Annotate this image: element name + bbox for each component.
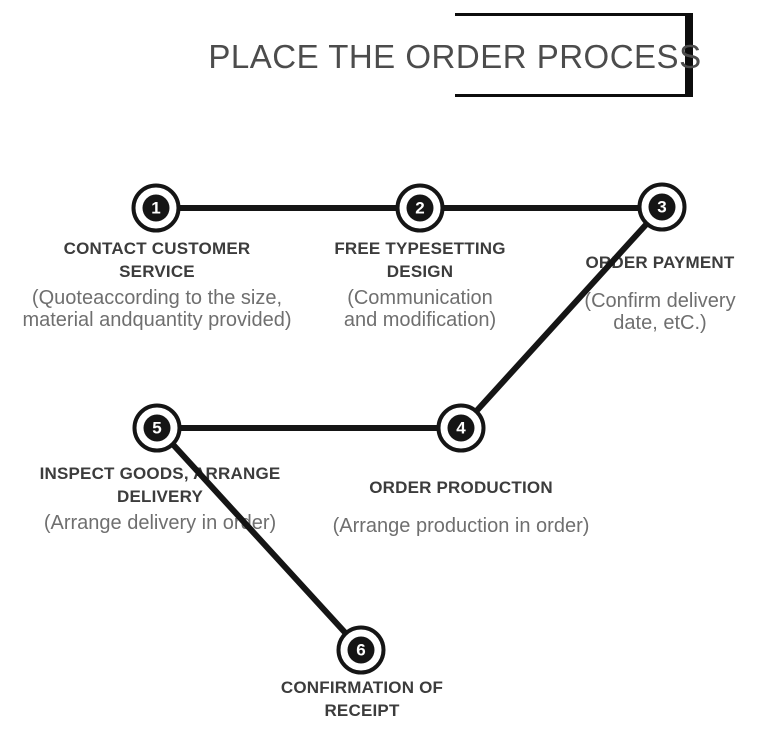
step-text-2: FREE TYPESETTING DESIGN (Communication a… bbox=[295, 237, 545, 331]
step-number-badge: 2 bbox=[406, 194, 434, 222]
step-title: FREE TYPESETTING DESIGN bbox=[334, 239, 506, 281]
step-number-badge: 5 bbox=[143, 414, 171, 442]
step-subtitle: (Arrange production in order) bbox=[332, 515, 590, 537]
step-number-badge: 4 bbox=[447, 414, 475, 442]
title-frame bbox=[455, 13, 693, 97]
step-subtitle: (Quoteaccording to the size, material an… bbox=[22, 287, 292, 331]
step-number-badge: 1 bbox=[142, 194, 170, 222]
step-number-badge: 3 bbox=[648, 193, 676, 221]
step-node-3: 3 bbox=[637, 182, 687, 232]
step-number-badge: 6 bbox=[347, 636, 375, 664]
step-subtitle: (Communication and modification) bbox=[343, 287, 497, 331]
step-node-6: 6 bbox=[336, 625, 386, 675]
step-title: ORDER PRODUCTION bbox=[369, 478, 553, 497]
step-node-2: 2 bbox=[395, 183, 445, 233]
step-node-5: 5 bbox=[132, 403, 182, 453]
page-title: PLACE THE ORDER PROCESS bbox=[208, 38, 702, 75]
connector-5-6 bbox=[154, 424, 364, 653]
step-node-4: 4 bbox=[436, 403, 486, 453]
step-subtitle: (Arrange delivery in order) bbox=[43, 512, 277, 534]
step-text-3: ORDER PAYMENT (Confirm delivery date, et… bbox=[550, 237, 769, 334]
step-subtitle: (Confirm delivery date, etC.) bbox=[584, 290, 736, 334]
step-text-5: INSPECT GOODS, ARRANGE DELIVERY (Arrange… bbox=[10, 462, 310, 534]
step-title: CONTACT CUSTOMER SERVICE bbox=[63, 239, 251, 281]
step-title: CONFIRMATION OF RECEIPT bbox=[280, 678, 444, 720]
step-title: INSPECT GOODS, ARRANGE DELIVERY bbox=[39, 464, 281, 506]
step-text-1: CONTACT CUSTOMER SERVICE (Quoteaccording… bbox=[2, 237, 312, 331]
step-node-1: 1 bbox=[131, 183, 181, 233]
step-text-4: ORDER PRODUCTION (Arrange production in … bbox=[321, 462, 601, 537]
step-title: ORDER PAYMENT bbox=[585, 253, 735, 272]
step-text-6: CONFIRMATION OF RECEIPT bbox=[247, 676, 477, 722]
